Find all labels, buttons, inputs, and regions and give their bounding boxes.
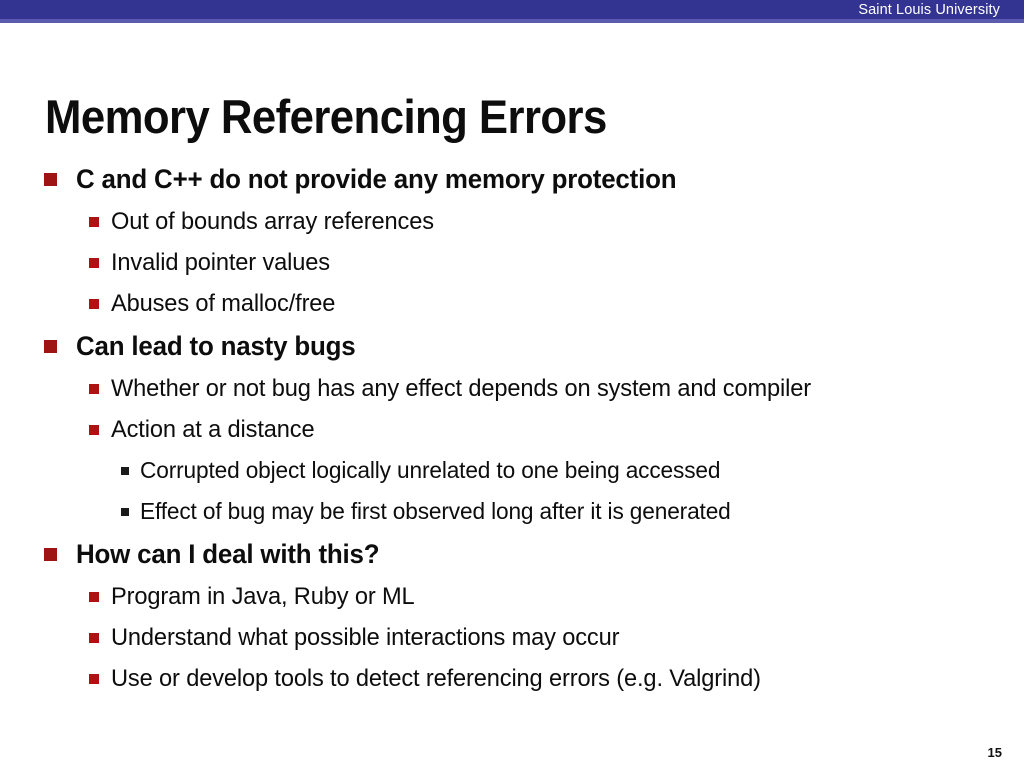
bullet-text: Whether or not bug has any effect depend…	[111, 375, 812, 402]
bullet-text: Invalid pointer values	[111, 249, 330, 276]
bullet-item-level3: Corrupted object logically unrelated to …	[0, 453, 1024, 494]
bullet-item-level2: Abuses of malloc/free	[0, 286, 1024, 327]
square-bullet-icon	[121, 508, 129, 516]
bullet-text: Can lead to nasty bugs	[76, 331, 356, 361]
bullet-item-level2: Use or develop tools to detect referenci…	[0, 661, 1024, 702]
square-bullet-icon	[89, 384, 99, 394]
bullet-text: Corrupted object logically unrelated to …	[140, 457, 721, 483]
square-bullet-icon	[89, 674, 99, 684]
bullet-text: Understand what possible interactions ma…	[111, 624, 620, 651]
bullet-text: C and C++ do not provide any memory prot…	[76, 164, 677, 194]
square-bullet-icon	[44, 548, 57, 561]
bullet-text: How can I deal with this?	[76, 539, 380, 569]
page-number: 15	[987, 745, 1002, 760]
bullet-item-level2: Understand what possible interactions ma…	[0, 620, 1024, 661]
square-bullet-icon	[89, 633, 99, 643]
bullet-text: Action at a distance	[111, 416, 315, 443]
bullet-item-level2: Whether or not bug has any effect depend…	[0, 371, 1024, 412]
bullet-list: C and C++ do not provide any memory prot…	[0, 160, 1024, 702]
bullet-text: Program in Java, Ruby or ML	[111, 583, 415, 610]
square-bullet-icon	[89, 258, 99, 268]
bullet-item-level1: Can lead to nasty bugs	[0, 327, 1024, 371]
institution-name: Saint Louis University	[858, 2, 1000, 18]
square-bullet-icon	[121, 467, 129, 475]
square-bullet-icon	[44, 173, 57, 186]
header-band	[0, 0, 1024, 19]
page-title: Memory Referencing Errors	[45, 90, 607, 144]
square-bullet-icon	[89, 217, 99, 227]
bullet-item-level2: Program in Java, Ruby or ML	[0, 579, 1024, 620]
square-bullet-icon	[89, 299, 99, 309]
bullet-item-level1: C and C++ do not provide any memory prot…	[0, 160, 1024, 204]
header-underline	[0, 19, 1024, 23]
square-bullet-icon	[89, 592, 99, 602]
square-bullet-icon	[89, 425, 99, 435]
bullet-text: Abuses of malloc/free	[111, 290, 336, 317]
bullet-item-level2: Invalid pointer values	[0, 245, 1024, 286]
bullet-item-level3: Effect of bug may be first observed long…	[0, 494, 1024, 535]
bullet-item-level1: How can I deal with this?	[0, 535, 1024, 579]
bullet-item-level2: Out of bounds array references	[0, 204, 1024, 245]
bullet-item-level2: Action at a distance	[0, 412, 1024, 453]
bullet-text: Use or develop tools to detect referenci…	[111, 665, 761, 692]
bullet-text: Effect of bug may be first observed long…	[140, 498, 731, 524]
bullet-text: Out of bounds array references	[111, 208, 434, 235]
square-bullet-icon	[44, 340, 57, 353]
